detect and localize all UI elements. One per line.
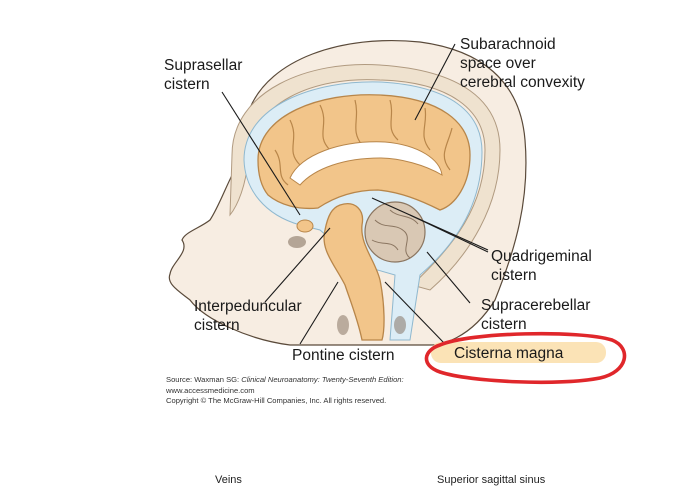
sinus-shape [288,236,306,248]
label-quadrigeminal-cistern: Quadrigeminal cistern [491,248,592,284]
pituitary [296,219,314,233]
brainstem [323,203,385,341]
leader-lines [221,43,489,345]
gyri [274,99,453,186]
label-supracerebellar-cistern: Supracerebellar cistern [481,297,591,333]
source-credit: Source: Waxman SG: Clinical Neuroanatomy… [166,375,404,407]
source-title: Clinical Neuroanatomy: Twenty-Seventh Ed… [241,375,404,384]
source-url: www.accessmedicine.com [166,385,255,395]
source-copyright: Copyright © The McGraw-Hill Companies, I… [166,396,387,405]
cerebellum [364,201,426,263]
annotation-circle [424,331,627,385]
label-subarachnoid-space: Subarachnoid space over cerebral convexi… [460,36,585,91]
label-cisterna-magna: Cisterna magna [454,345,564,362]
source-prefix: Source: Waxman SG: [166,375,242,384]
corpus-callosum [289,141,443,186]
sinus-shape [394,316,406,334]
label-interpeduncular-cistern: Interpeduncular cistern [194,298,302,334]
cisterna-magna-highlight [431,342,606,363]
sinus-shape [337,315,349,335]
footer-right-label: Superior sagittal sinus [437,474,546,486]
footer-left-label: Veins [215,474,242,486]
label-pontine-cistern: Pontine cistern [292,347,395,364]
label-suprasellar-cistern: Suprasellar cistern [164,57,243,93]
